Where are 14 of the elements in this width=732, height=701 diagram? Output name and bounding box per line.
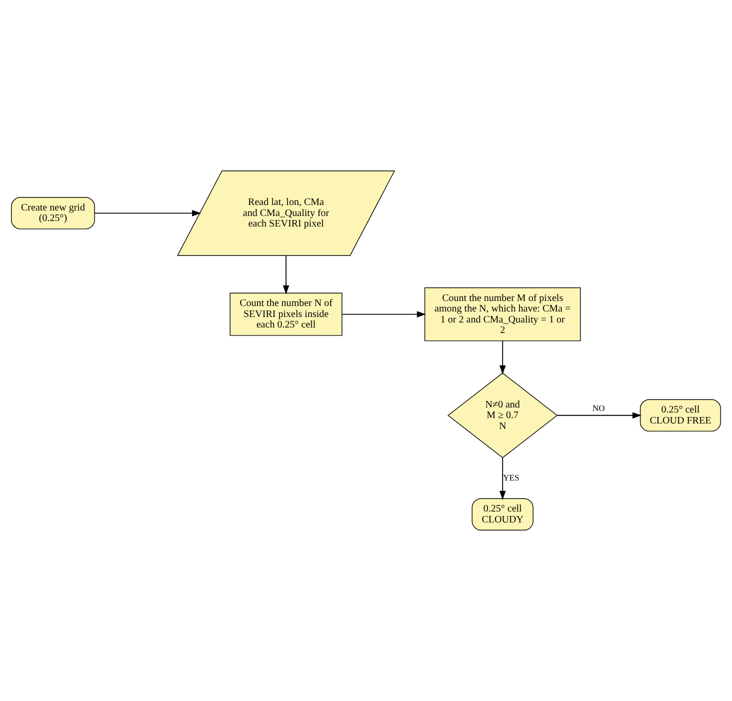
arrow <box>499 457 506 500</box>
arrow <box>282 255 290 294</box>
node-diamond: N≠0 and M ≥ 0.7 N <box>448 372 558 458</box>
node-box: Count the number M of pixels among the N, which have: CMa = 1 or 2 and CMa_Quality = 1 or 2 <box>424 287 581 342</box>
arrow <box>94 210 202 216</box>
edge-label: YES <box>503 472 520 482</box>
node-box: 0.25° cell CLOUD FREE <box>640 399 721 432</box>
node-box: 0.25° cell CLOUDY <box>472 498 534 530</box>
node-box: Count the number N of SEVIRI pixels inside each 0.25° cell <box>230 292 342 336</box>
arrow <box>342 311 426 318</box>
node-box: Create new grid (0.25°) <box>11 197 95 230</box>
edge-label: NO <box>592 402 605 413</box>
arrow <box>556 412 642 419</box>
arrow <box>499 340 506 374</box>
